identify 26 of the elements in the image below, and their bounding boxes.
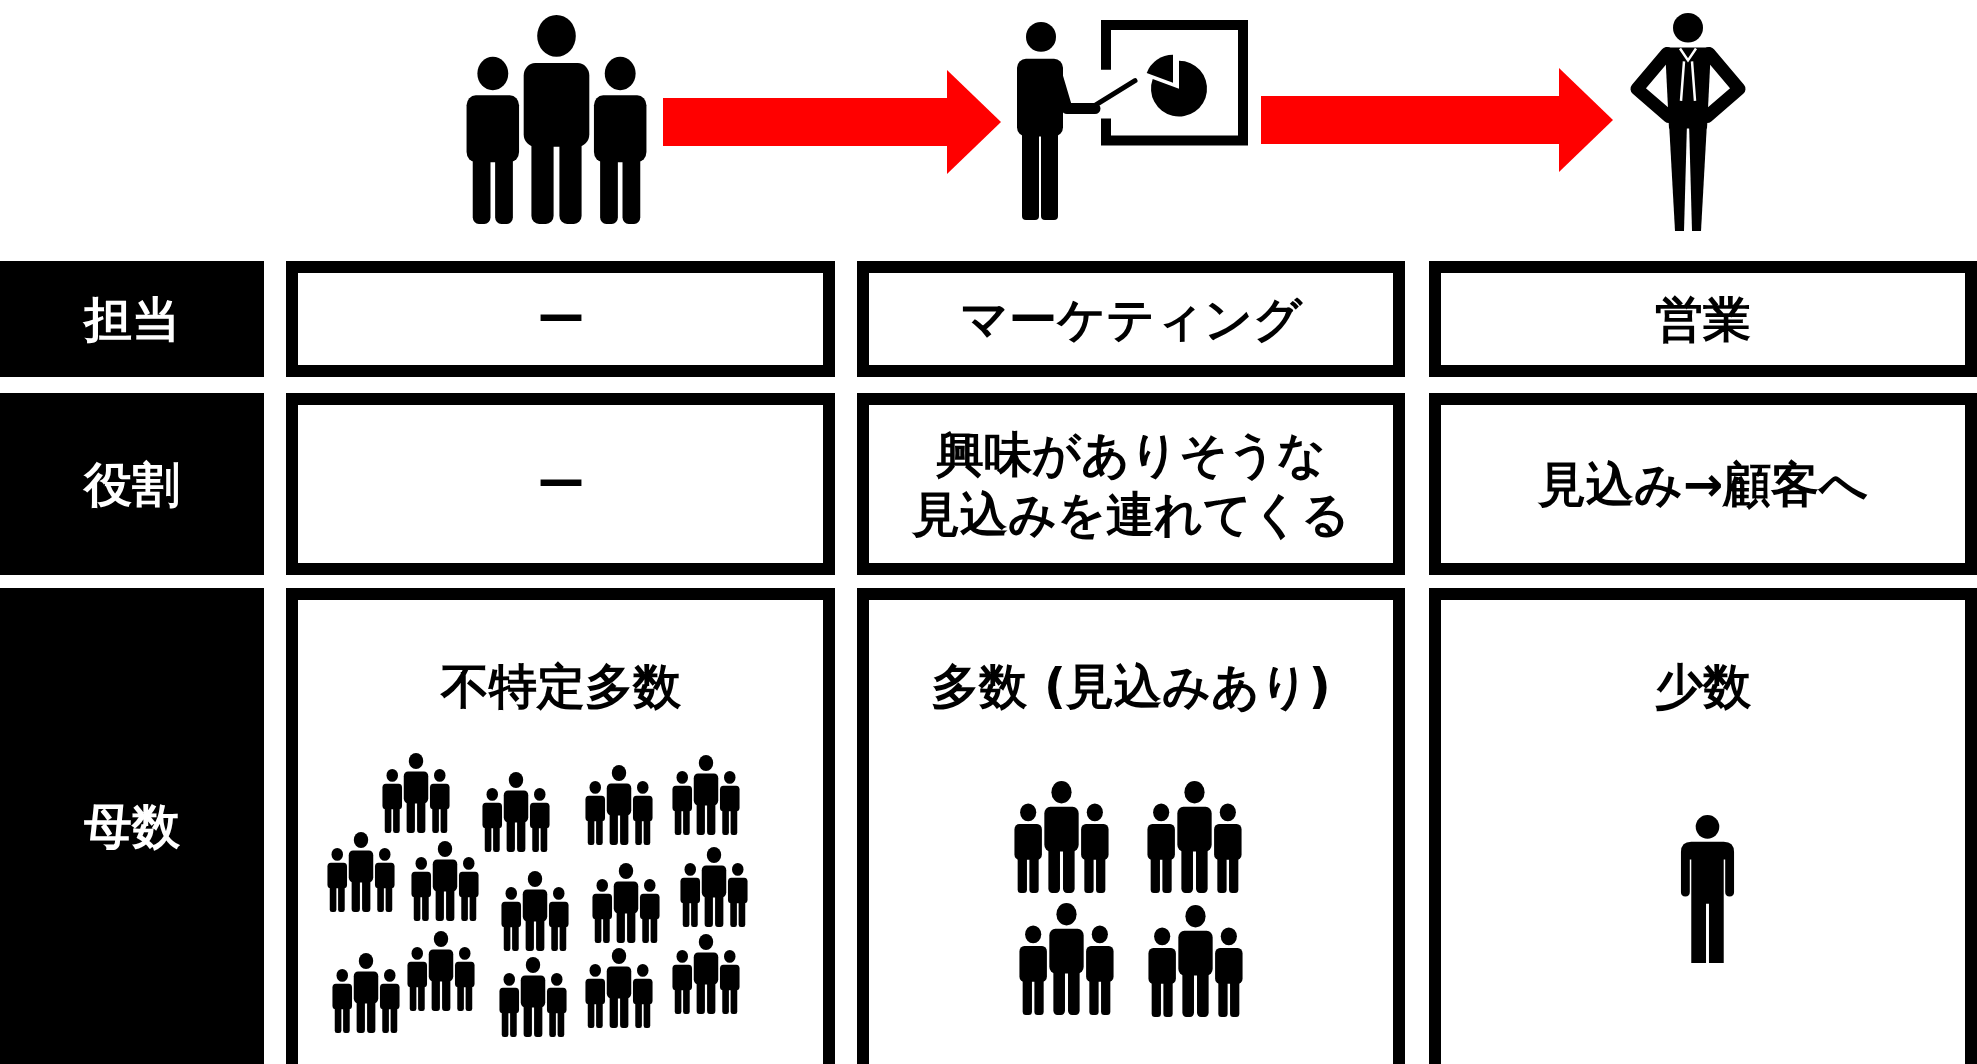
row-header xyxy=(0,393,264,575)
table-cell xyxy=(1429,393,1977,575)
cell-text: 営業 xyxy=(1655,290,1751,349)
cell-text: ー xyxy=(536,455,585,514)
cell-text: ー xyxy=(536,290,585,349)
row-header-label: 担当 xyxy=(84,290,180,349)
row-header xyxy=(0,588,264,1064)
arrow xyxy=(663,70,1001,174)
cell-text: 多数 (見込みあり) xyxy=(931,657,1331,716)
table-cell xyxy=(857,393,1405,575)
table-cell xyxy=(857,261,1405,377)
arrow xyxy=(1261,68,1613,172)
cell-text: 少数 xyxy=(1655,657,1751,716)
cell-text: 見込み→顧客へ xyxy=(1537,455,1869,514)
table-cell xyxy=(1429,588,1977,1064)
table-cell xyxy=(1429,261,1977,377)
row-header xyxy=(0,261,264,377)
row-header-label: 母数 xyxy=(84,797,180,856)
table-cell xyxy=(286,588,835,1064)
table-cell xyxy=(286,261,835,377)
table-cell xyxy=(857,588,1405,1064)
cell-text: マーケティング xyxy=(960,290,1302,349)
cell-text: 興味がありそうな見込みを連れてくる xyxy=(911,425,1351,544)
cell-text: 不特定多数 xyxy=(440,657,681,716)
row-header-label: 役割 xyxy=(84,455,180,514)
table-cell xyxy=(286,393,835,575)
